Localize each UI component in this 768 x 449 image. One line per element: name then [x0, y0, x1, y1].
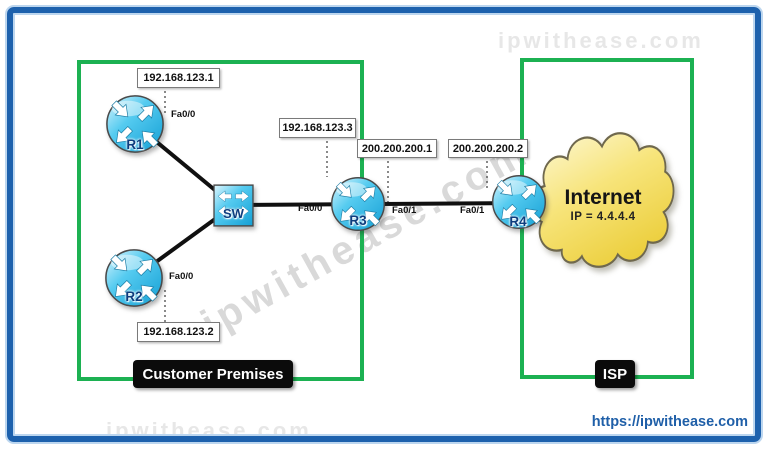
device-label-sw: SW	[223, 206, 244, 221]
interface-label-r2-fa00: Fa0/0	[169, 271, 194, 282]
ip-label-r4: 200.200.200.2	[448, 139, 528, 158]
ip-label-r3-wan: 200.200.200.1	[357, 139, 437, 158]
watermark-text-faint-top: ipwithease.com	[498, 28, 704, 53]
switch-icon-sw	[213, 184, 254, 227]
interface-label-r3-fa01: Fa0/1	[392, 205, 417, 216]
device-label-r2: R2	[125, 289, 143, 304]
interface-label-r1-fa00: Fa0/0	[171, 109, 196, 120]
router-icon-r4	[491, 174, 547, 230]
ip-label-r3-lan: 192.168.123.3	[279, 118, 356, 138]
internet-ip-text: IP = 4.4.4.4	[570, 211, 636, 223]
router-icon-r1	[106, 95, 164, 153]
router-icon-r2	[105, 249, 163, 307]
label-leader-lines	[164, 86, 488, 322]
zone-tag-isp: ISP	[595, 360, 635, 388]
interface-label-r3-fa00: Fa0/0	[298, 203, 323, 214]
site-url[interactable]: https://ipwithease.com	[591, 414, 748, 430]
ip-label-r1: 192.168.123.1	[137, 68, 220, 88]
ip-label-r2: 192.168.123.2	[137, 322, 220, 342]
device-label-r4: R4	[509, 214, 527, 229]
internet-cloud-icon	[532, 132, 675, 268]
device-label-r3: R3	[349, 213, 367, 228]
interface-label-r4-fa01: Fa0/1	[460, 205, 485, 216]
router-icon-r3	[330, 176, 386, 232]
device-label-r1: R1	[126, 137, 144, 152]
internet-title: Internet	[564, 186, 642, 209]
zone-tag-customer-premises: Customer Premises	[133, 360, 293, 388]
